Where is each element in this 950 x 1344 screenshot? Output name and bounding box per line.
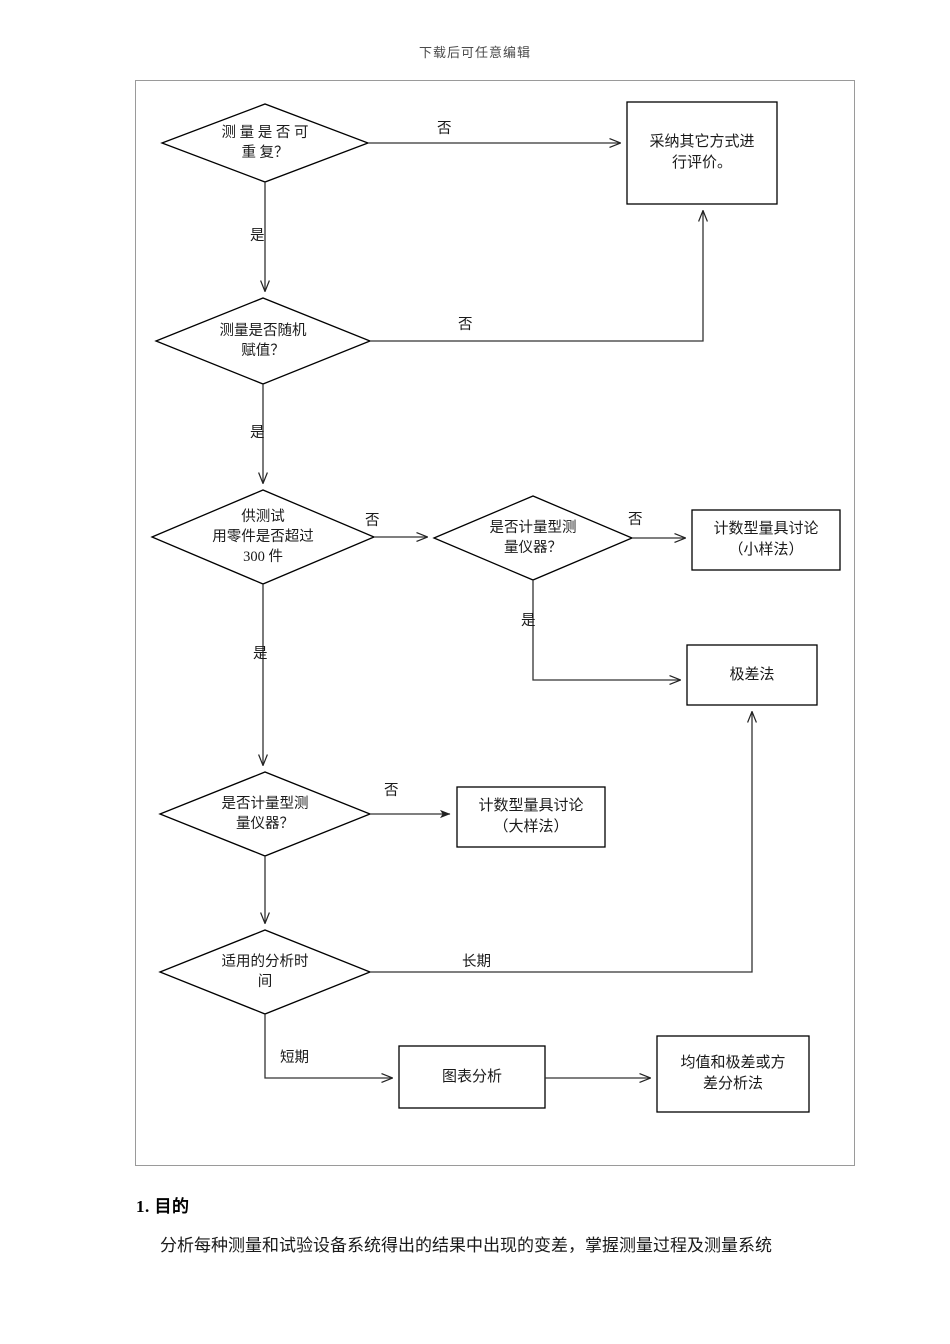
decision-node-parts-over-300[interactable]: 供测试 用零件是否超过 300 件 <box>212 509 314 565</box>
page-header-note: 下载后可任意编辑 <box>418 45 531 60</box>
decision-node-analysis-period[interactable]: 适用的分析时 间 <box>221 954 309 990</box>
process-node-range-method[interactable]: 极差法 <box>729 666 775 683</box>
edge-label-d4-no: 否 <box>628 512 643 528</box>
process-node-chart-analysis[interactable]: 图表分析 <box>441 1068 502 1085</box>
process-node-average-range-anova[interactable]: 均值和极差或方 差分析法 <box>680 1055 786 1092</box>
edge-label-d5-no: 否 <box>384 783 399 799</box>
decision-node-variable-gauge-right[interactable]: 是否计量型测 量仪器？ <box>489 520 577 556</box>
decision-node-measurement-repeatable[interactable]: 测 量 是 否 可 重 复？ <box>221 125 309 161</box>
process-node-attribute-gauge-large-sample[interactable]: 计数型量具讨论 （大样法） <box>478 798 584 835</box>
edge-label-d4-yes: 是 <box>521 613 536 629</box>
edge-label-d3-no: 否 <box>365 513 380 529</box>
edge-label-d1-yes: 是 <box>250 228 265 244</box>
edge-label-d6-long-term: 长期 <box>462 954 491 970</box>
decision-node-random-assignment[interactable]: 测量是否随机 赋值？ <box>219 323 307 359</box>
section-heading-purpose: 1. 目的 <box>136 1197 190 1216</box>
edge-label-d6-short-term: 短期 <box>280 1050 309 1066</box>
edge-label-d1-no: 否 <box>437 121 452 137</box>
edge-label-d2-no: 否 <box>458 317 473 333</box>
process-node-attribute-gauge-small-sample[interactable]: 计数型量具讨论 （小样法） <box>713 521 819 558</box>
process-node-other-evaluation[interactable]: 采纳其它方式进 行评价。 <box>649 134 755 171</box>
edge-label-d2-yes: 是 <box>250 425 265 441</box>
edge-label-d3-yes: 是 <box>253 646 268 662</box>
body-paragraph-purpose: 分析每种测量和试验设备系统得出的结果中出现的变差，掌握测量过程及测量系统 <box>160 1236 772 1255</box>
decision-node-variable-gauge-left[interactable]: 是否计量型测 量仪器？ <box>221 796 309 832</box>
